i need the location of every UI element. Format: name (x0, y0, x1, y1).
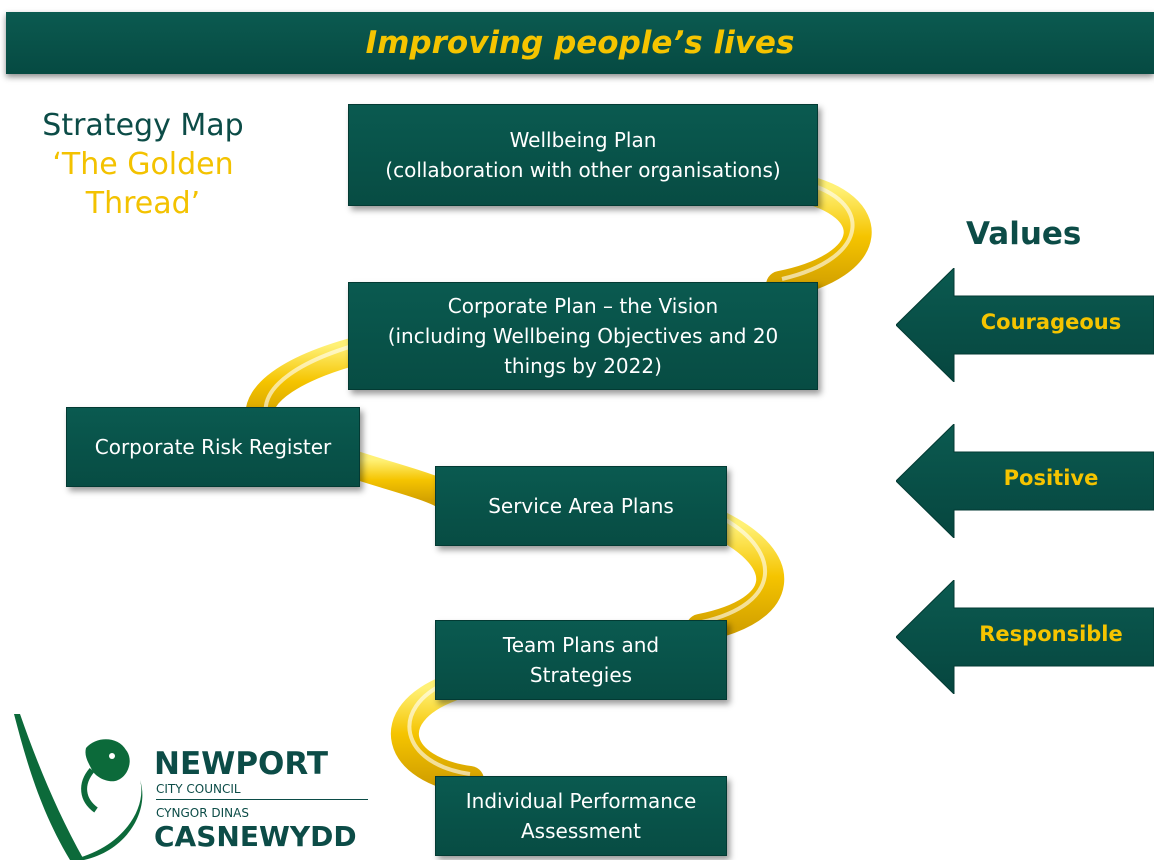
team-plans-box: Team Plans and Strategies (435, 620, 727, 700)
banner-title: Improving people’s lives (365, 25, 795, 61)
corporate-plan-box: Corporate Plan – the Vision (including W… (348, 282, 818, 390)
value-responsible-label: Responsible (979, 622, 1123, 646)
value-arrow-positive (896, 424, 1154, 538)
dragon-emblem-icon (14, 714, 143, 860)
corporate-plan-line-2: (including Wellbeing Objectives and 20 (387, 324, 779, 348)
values-heading: Values (966, 216, 1082, 252)
wellbeing-plan-box: Wellbeing Plan (collaboration with other… (348, 104, 818, 206)
service-area-plans-box: Service Area Plans (435, 466, 727, 546)
individual-performance-line-2: Assessment (521, 819, 641, 843)
corporate-risk-register-box: Corporate Risk Register (66, 407, 360, 487)
value-positive-label: Positive (1003, 466, 1099, 490)
individual-performance-box: Individual Performance Assessment (435, 776, 727, 856)
strategy-map-label: Strategy Map (42, 108, 244, 143)
golden-thread-label-1: ‘The Golden (52, 147, 234, 182)
wellbeing-plan-title: Wellbeing Plan (509, 128, 657, 152)
team-plans-line-2: Strategies (529, 663, 633, 687)
corporate-plan-line-1: Corporate Plan – the Vision (447, 294, 719, 318)
corporate-plan-line-3: things by 2022) (504, 354, 662, 378)
logo-name-cyngor-dinas: CYNGOR DINAS (156, 806, 249, 820)
strategy-map-heading: Strategy Map ‘The Golden Thread’ (18, 106, 268, 223)
logo-name-newport: NEWPORT (154, 746, 329, 782)
corporate-risk-register-label: Corporate Risk Register (94, 435, 332, 459)
value-courageous-label: Courageous (980, 310, 1122, 334)
individual-performance-line-1: Individual Performance (465, 789, 697, 813)
service-area-plans-label: Service Area Plans (488, 494, 674, 518)
logo-divider (156, 799, 368, 800)
value-arrow-courageous (896, 268, 1154, 382)
value-arrow-responsible (896, 580, 1154, 694)
logo-name-casnewydd: CASNEWYDD (154, 820, 357, 853)
newport-council-logo: NEWPORT CITY COUNCIL CYNGOR DINAS CASNEW… (0, 700, 380, 860)
thread-segment-5 (390, 674, 484, 794)
logo-name-city-council: CITY COUNCIL (156, 782, 241, 796)
thread-segment-4 (686, 511, 785, 642)
golden-thread-label-2: Thread’ (85, 186, 201, 221)
thread-segment-1 (766, 174, 872, 299)
team-plans-line-1: Team Plans and (502, 633, 660, 657)
title-banner: Improving people’s lives (6, 12, 1154, 74)
wellbeing-plan-subtitle: (collaboration with other organisations) (385, 158, 781, 182)
